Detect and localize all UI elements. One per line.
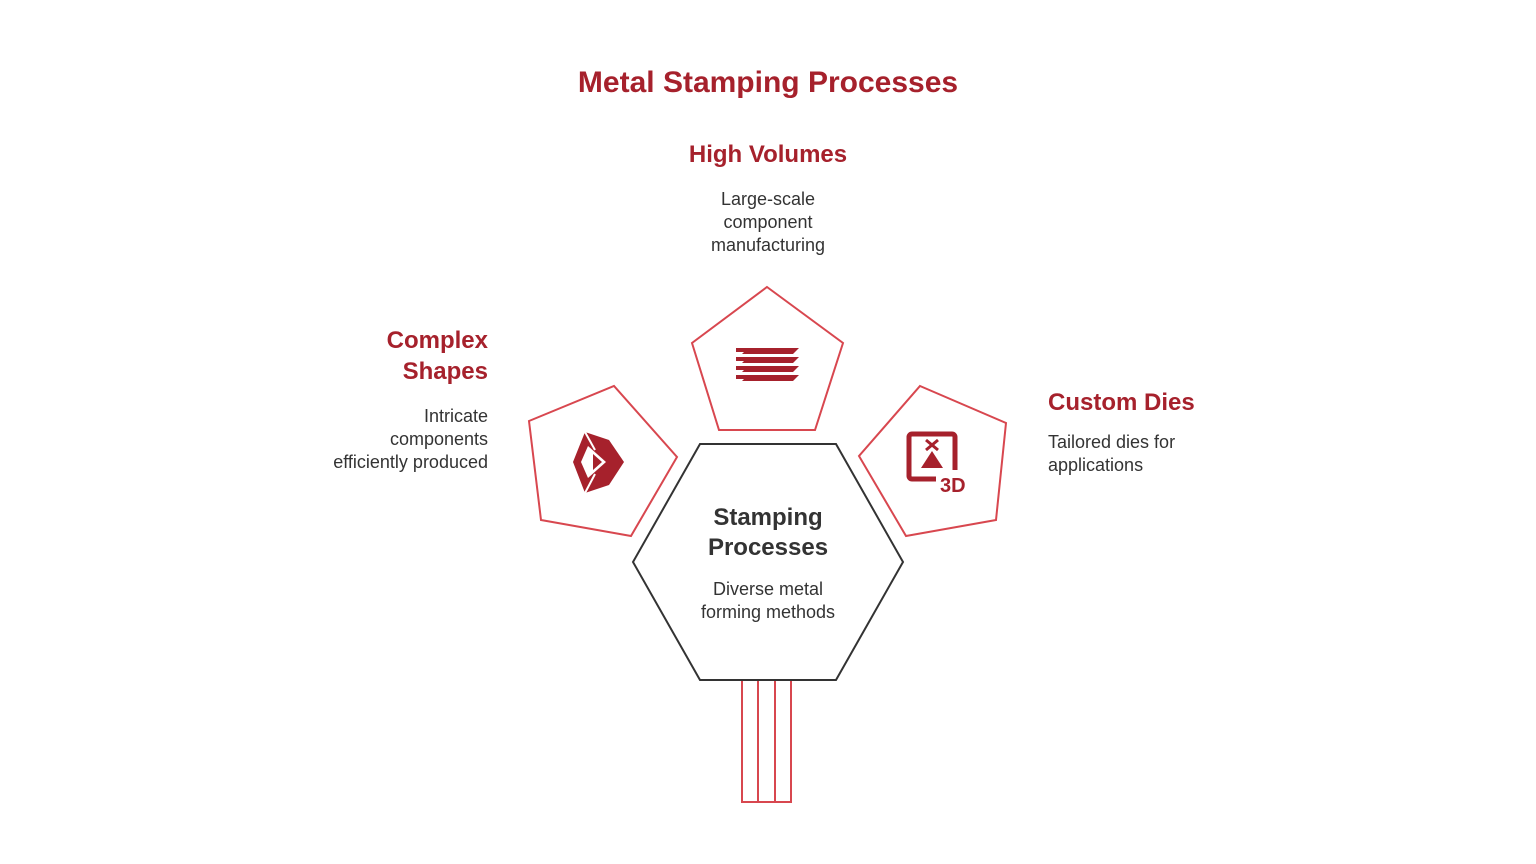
custom-dies-desc-line: Tailored dies for [1048, 432, 1176, 452]
high-volumes-desc-line: manufacturing [710, 235, 826, 255]
high-volumes-heading-line: High Volumes [688, 141, 848, 168]
complex-shapes-heading-line: Shapes [402, 358, 488, 385]
complex-shapes-description: Intricate components efficiently produce… [288, 405, 488, 474]
complex-shapes-heading-line: Complex [386, 327, 488, 354]
complex-shapes-heading: Complex Shapes [288, 325, 488, 387]
center-title-line: Processes [707, 534, 829, 561]
high-volumes-description: Large-scale component manufacturing [618, 188, 918, 257]
center-description: Diverse metal forming methods [668, 578, 868, 624]
high-volumes-heading: High Volumes [568, 139, 968, 170]
center-title-line: Stamping [713, 504, 823, 531]
geometric-shape-icon [573, 431, 624, 494]
hexagon-stamping-processes[interactable] [631, 443, 905, 681]
complex-shapes-desc-line: efficiently produced [333, 452, 488, 472]
custom-dies-desc-line: applications [1048, 455, 1144, 475]
center-title: Stamping Processes [658, 503, 878, 563]
custom-dies-heading: Custom Dies [1048, 387, 1308, 418]
complex-shapes-desc-line: components [389, 429, 488, 449]
3d-icon-label: 3D [940, 475, 966, 497]
custom-dies-description: Tailored dies for applications [1048, 431, 1308, 477]
stem-lines [741, 680, 792, 803]
custom-dies-heading-line: Custom Dies [1048, 389, 1195, 416]
center-desc-line: forming methods [700, 602, 836, 622]
high-volumes-desc-line: component [723, 212, 813, 232]
complex-shapes-desc-line: Intricate [423, 406, 488, 426]
high-volumes-desc-line: Large-scale [720, 189, 816, 209]
center-desc-line: Diverse metal [712, 579, 824, 599]
3d-print-icon: 3D [906, 431, 970, 497]
stacked-sheets-icon [736, 348, 799, 381]
diagram-title: Metal Stamping Processes [577, 66, 959, 99]
